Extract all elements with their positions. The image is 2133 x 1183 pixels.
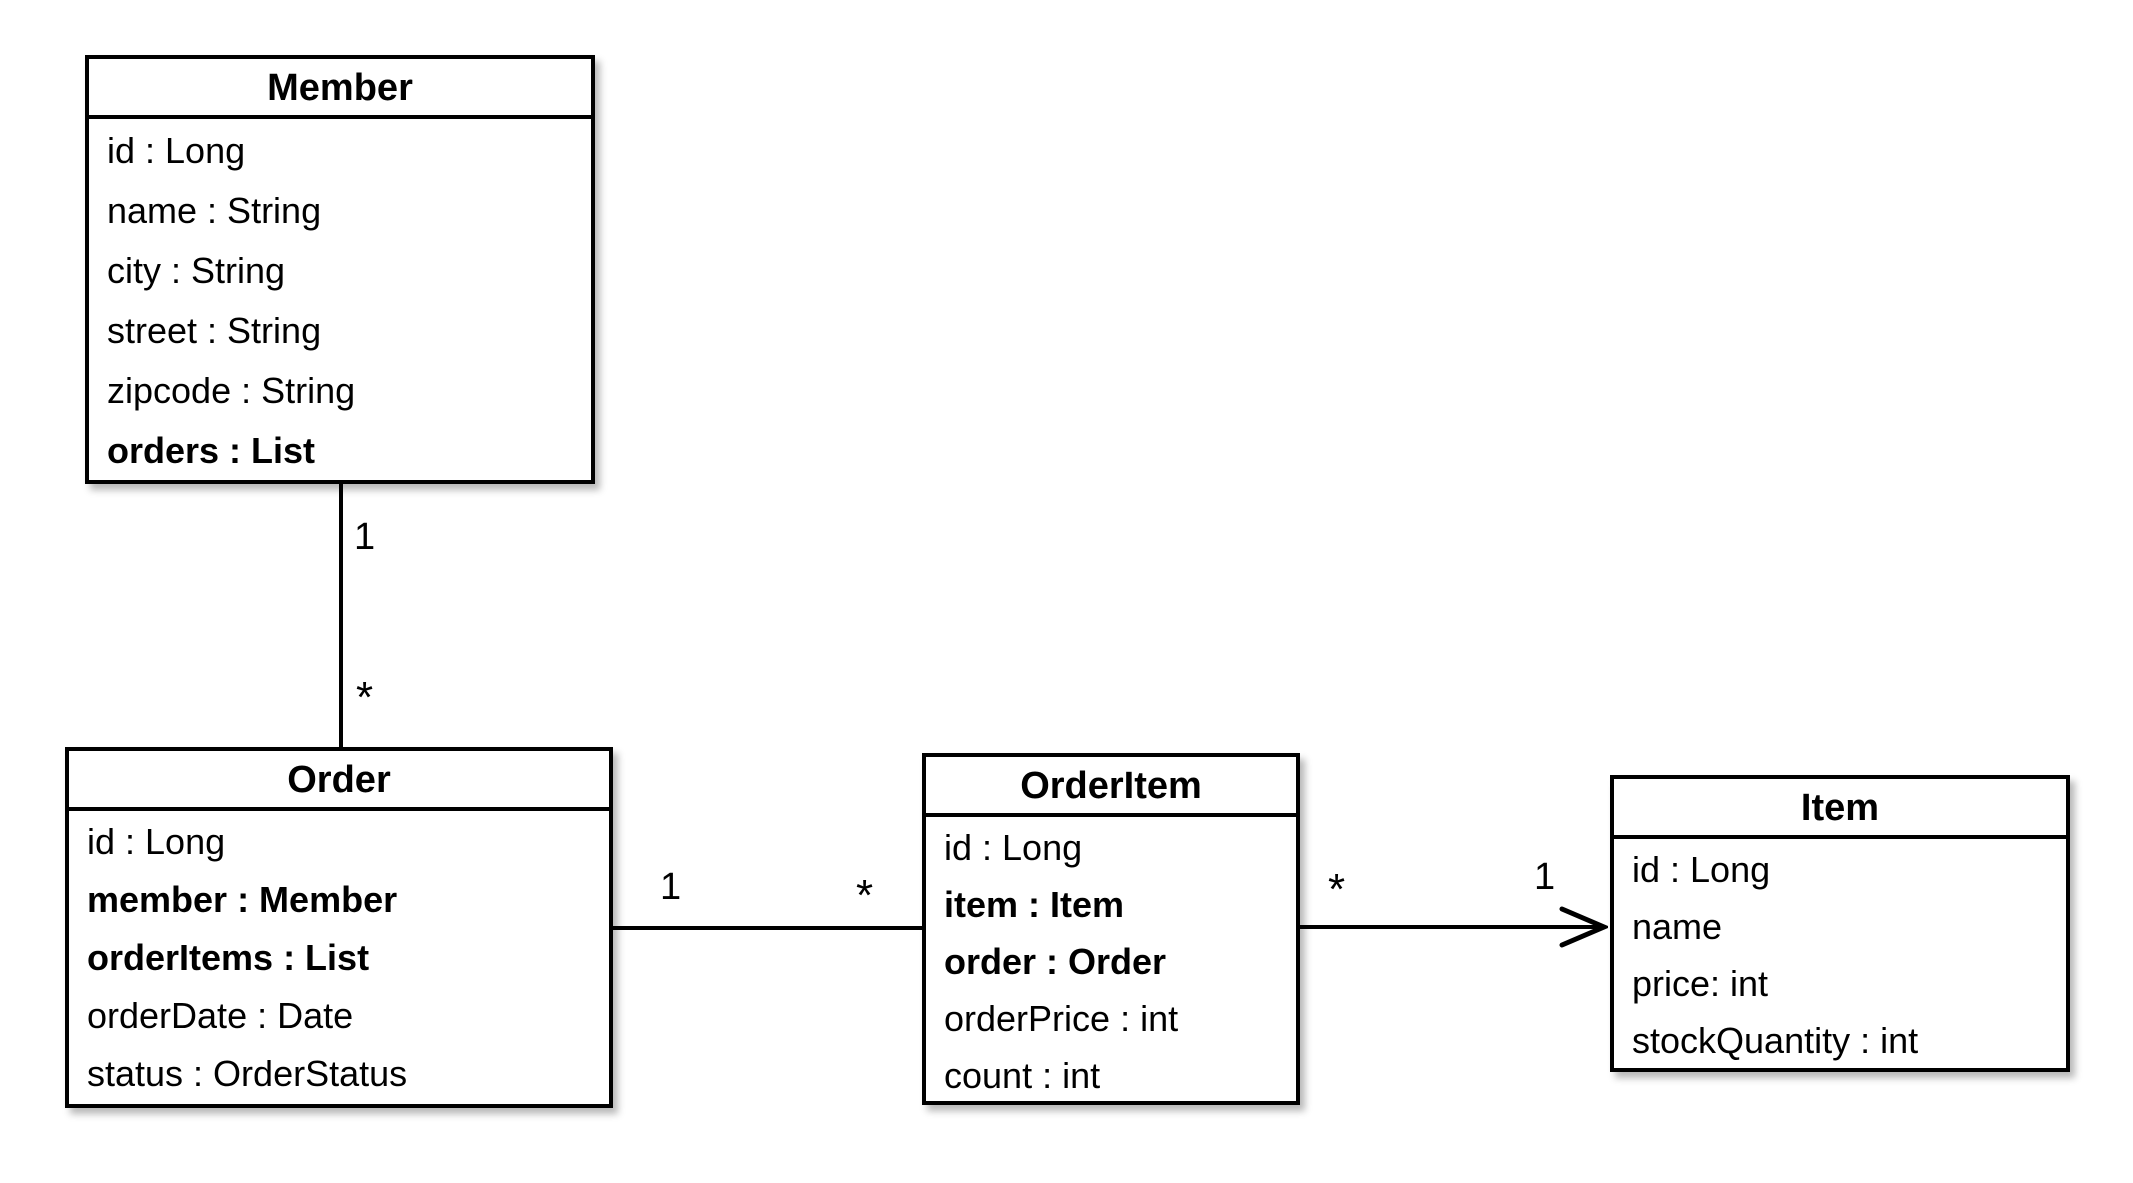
multiplicity-item-end: 1 [1534, 856, 1556, 898]
class-attributes-member: id : Long name : String city : String st… [89, 119, 591, 481]
attribute-row: orderItems : List [87, 937, 370, 978]
association-member-order-line [339, 484, 343, 747]
class-title-item: Item [1614, 779, 2066, 839]
attribute-row: member : Member [87, 879, 398, 920]
attribute-row: count : int [944, 1055, 1101, 1096]
class-title-order: Order [69, 751, 609, 811]
class-box-orderitem: OrderItem id : Long item : Item order : … [922, 753, 1300, 1105]
multiplicity-member-end: 1 [354, 516, 376, 558]
multiplicity-order-end: * [356, 673, 374, 722]
attribute-row: status : OrderStatus [87, 1053, 408, 1094]
association-arrowhead-icon [1559, 906, 1608, 948]
attribute-row: name [1632, 906, 1723, 947]
attribute-row: price: int [1632, 963, 1769, 1004]
class-box-member: Member id : Long name : String city : St… [85, 55, 595, 484]
attribute-row: orders : List [107, 430, 316, 471]
attribute-row: id : Long [944, 827, 1083, 868]
class-box-item: Item id : Long name price: int stockQuan… [1610, 775, 2070, 1072]
multiplicity-order-side: 1 [660, 866, 682, 908]
class-box-order: Order id : Long member : Member orderIte… [65, 747, 613, 1108]
attribute-row: orderDate : Date [87, 995, 354, 1036]
attribute-row: id : Long [87, 821, 226, 862]
association-orderitem-item-line [1300, 925, 1600, 929]
multiplicity-orderitem-end: * [1328, 865, 1346, 914]
attribute-row: id : Long [1632, 849, 1771, 890]
attribute-row: stockQuantity : int [1632, 1020, 1919, 1061]
attribute-row: name : String [107, 190, 322, 231]
attribute-row: orderPrice : int [944, 998, 1179, 1039]
multiplicity-orderitem-side: * [856, 871, 874, 920]
attribute-row: order : Order [944, 941, 1167, 982]
attribute-row: street : String [107, 310, 322, 351]
attribute-row: id : Long [107, 130, 246, 171]
class-attributes-order: id : Long member : Member orderItems : L… [69, 811, 609, 1103]
association-order-orderitem-line [613, 926, 922, 930]
class-attributes-orderitem: id : Long item : Item order : Order orde… [926, 817, 1296, 1104]
class-title-orderitem: OrderItem [926, 757, 1296, 817]
class-title-member: Member [89, 59, 591, 119]
attribute-row: zipcode : String [107, 370, 356, 411]
attribute-row: item : Item [944, 884, 1125, 925]
attribute-row: city : String [107, 250, 286, 291]
class-attributes-item: id : Long name price: int stockQuantity … [1614, 839, 2066, 1069]
